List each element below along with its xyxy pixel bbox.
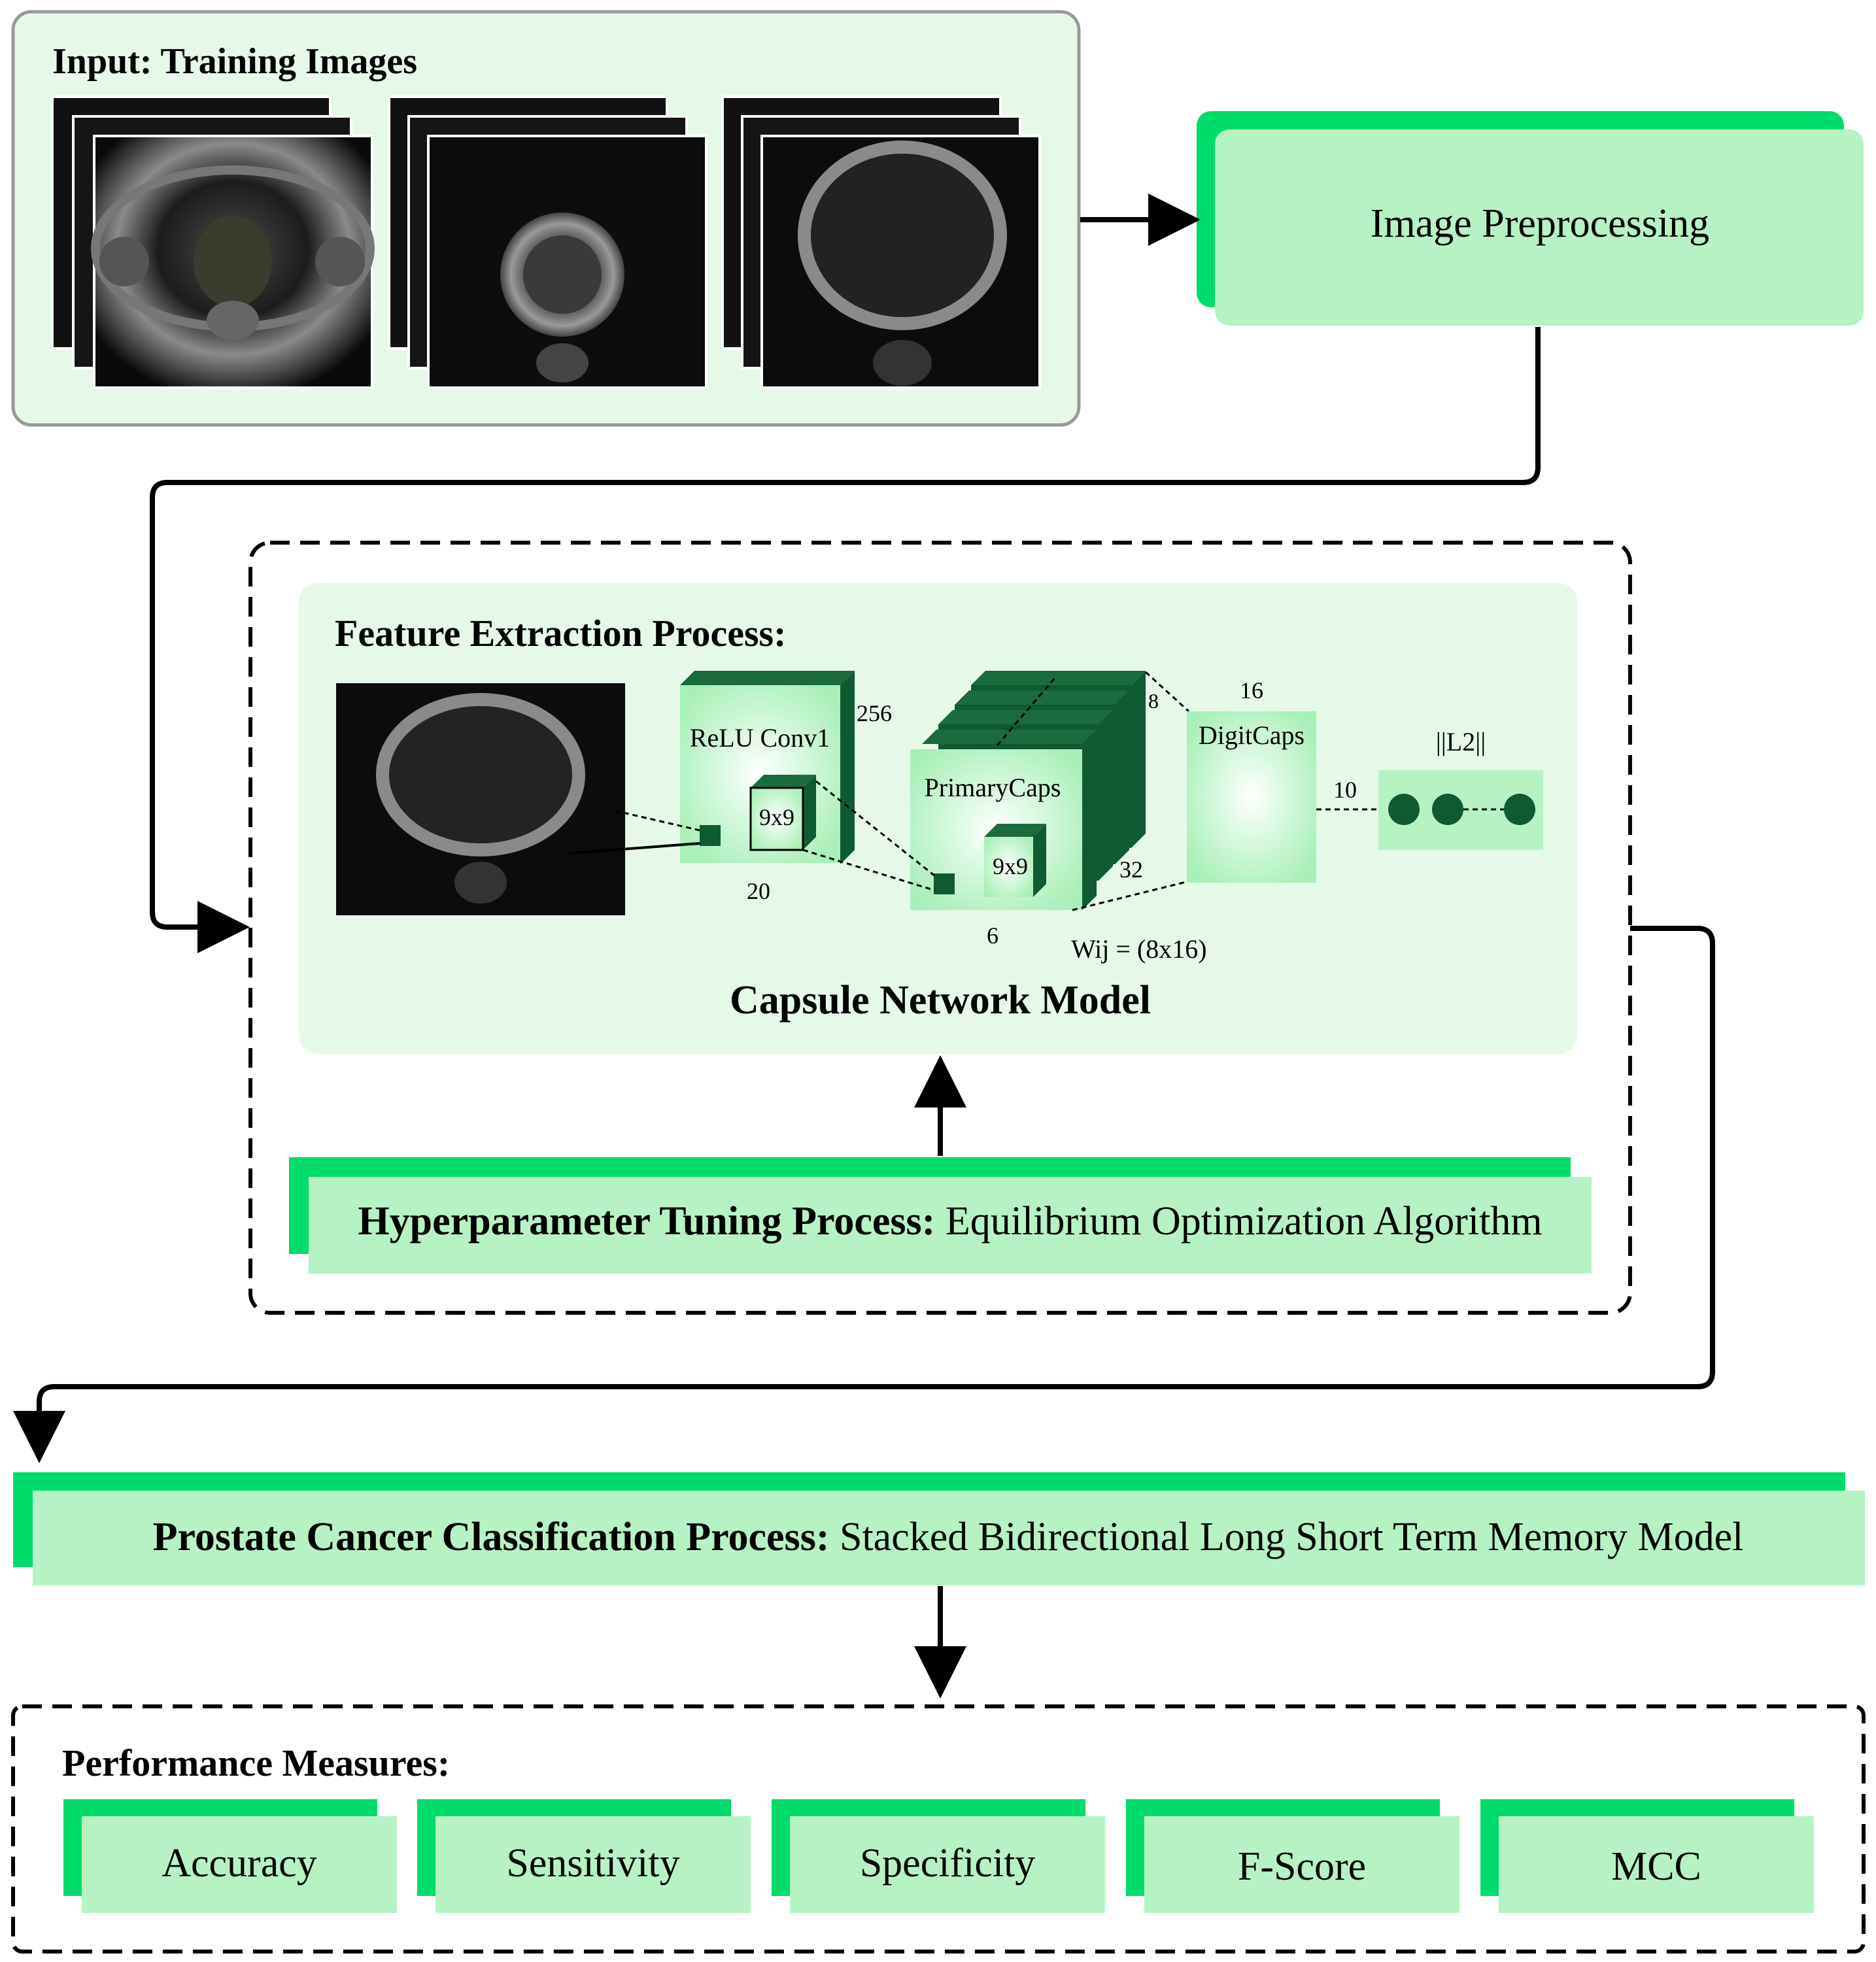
primarycaps-label: PrimaryCaps <box>925 773 1061 802</box>
mri-stack-1 <box>51 95 375 389</box>
digitcaps-label: DigitCaps <box>1199 720 1305 750</box>
measure-sensitivity: Sensitivity <box>506 1841 679 1886</box>
primarycaps-kernel-label: 9x9 <box>993 853 1028 879</box>
hyperparameter-box <box>289 1157 1592 1274</box>
digitcaps-count-label: 10 <box>1333 777 1357 803</box>
hyperparameter-title: Hyperparameter Tuning Process: <box>358 1199 935 1243</box>
measure-box-fscore <box>1126 1799 1459 1913</box>
digitcaps-dim-label: 16 <box>1240 677 1263 703</box>
input-title: Input: Training Images <box>52 41 417 82</box>
output-node-3 <box>1504 794 1535 825</box>
capsule-model-title: Capsule Network Model <box>730 978 1151 1023</box>
preprocessing-box <box>1197 111 1864 326</box>
primarycaps-depth-label: 32 <box>1119 856 1143 883</box>
feature-dashed-container <box>248 541 1632 1315</box>
output-node-1 <box>1388 794 1420 825</box>
relu-conv1-label: ReLU Conv1 <box>690 723 830 753</box>
classification-value: Stacked Bidirectional Long Short Term Me… <box>840 1515 1743 1559</box>
connector-relu-primary-a <box>815 780 936 877</box>
connector-input-relu-b <box>568 842 700 854</box>
relu-size-label: 20 <box>747 878 770 904</box>
connector-primary-digit-a <box>1144 671 1190 713</box>
connector-primary-digit-b <box>1072 880 1189 911</box>
classification-text: Prostate Cancer Classification Process: … <box>153 1515 1744 1559</box>
measure-mcc: MCC <box>1611 1844 1701 1889</box>
output-node-2 <box>1432 794 1463 825</box>
measure-box-sensitivity <box>417 1799 751 1913</box>
relu-depth-label: 256 <box>857 700 892 726</box>
measure-specificity: Specificity <box>860 1841 1036 1886</box>
measure-box-specificity <box>772 1799 1105 1913</box>
primarycaps-block <box>910 671 1146 910</box>
connector-relu-primary-b <box>802 849 936 892</box>
arrow-feature-to-classification <box>13 926 1715 1463</box>
relu-conv1-block <box>680 671 855 864</box>
classification-title: Prostate Cancer Classification Process: <box>153 1515 830 1559</box>
measure-box-mcc <box>1480 1799 1814 1913</box>
performance-title: Performance Measures: <box>62 1742 450 1784</box>
mri-stack-2 <box>388 95 708 389</box>
feature-input-image <box>336 683 625 915</box>
weight-matrix-label: Wij = (8x16) <box>1071 934 1207 964</box>
measure-fscore: F-Score <box>1238 1844 1366 1889</box>
feature-section-title: Feature Extraction Process: <box>335 612 786 654</box>
l2-norm-label: ||L2|| <box>1436 727 1486 756</box>
hyperparameter-value: Equilibrium Optimization Algorithm <box>946 1199 1543 1243</box>
measure-accuracy: Accuracy <box>162 1841 317 1886</box>
relu-kernel-label: 9x9 <box>759 804 794 830</box>
hyperparameter-text: Hyperparameter Tuning Process: Equilibri… <box>358 1199 1542 1243</box>
measure-box-accuracy <box>63 1799 397 1913</box>
primarycaps-dim-label: 8 <box>1148 689 1159 713</box>
arrow-preprocessing-to-feature <box>150 327 1541 953</box>
l2-norm-block <box>1378 770 1543 850</box>
preprocessing-label: Image Preprocessing <box>1371 201 1709 246</box>
mri-stack-3 <box>721 95 1041 389</box>
digitcaps-block <box>1187 711 1316 883</box>
classification-box <box>13 1472 1865 1585</box>
performance-dashed-container <box>11 1704 1866 1954</box>
primarycaps-size-label: 6 <box>987 922 998 949</box>
